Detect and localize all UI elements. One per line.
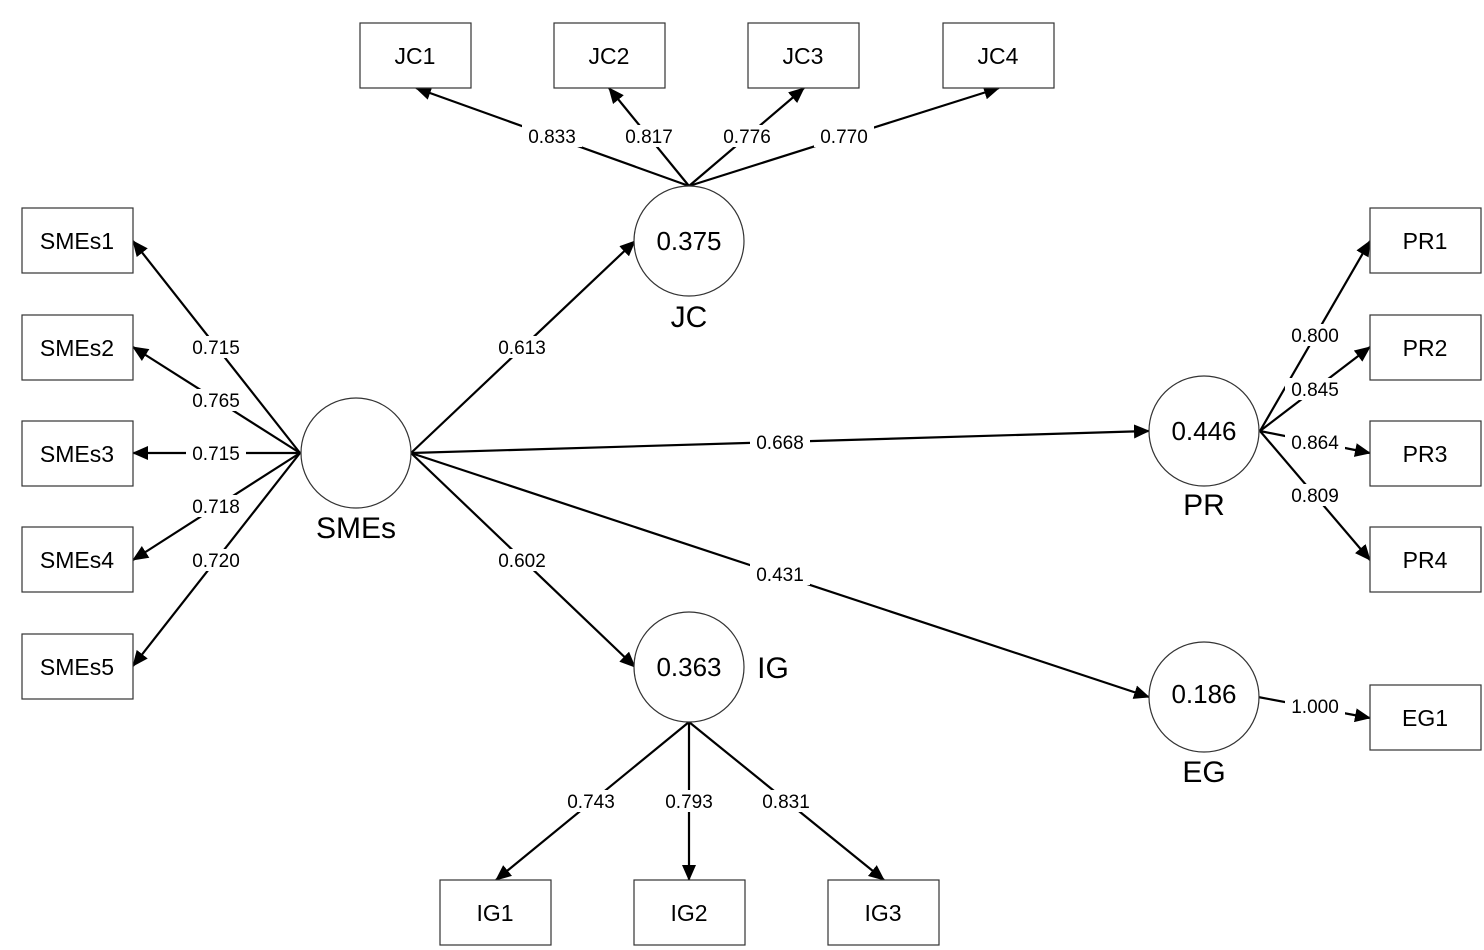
latent-constructs: SMEs 0.375 JC 0.363 IG 0.446 PR 0.186 EG: [300, 185, 1260, 789]
loading-smes3: 0.715: [186, 442, 246, 465]
svg-text:JC2: JC2: [589, 43, 630, 69]
svg-text:0.833: 0.833: [528, 127, 576, 148]
indicator-smes1: SMEs1: [21, 207, 134, 274]
svg-text:PR: PR: [1183, 489, 1225, 522]
construct-jc: 0.375 JC: [633, 185, 745, 334]
svg-text:SMEs1: SMEs1: [40, 228, 114, 254]
indicators: SMEs1 SMEs2 SMEs3 SMEs4 SMEs5 JC1 JC2 JC…: [21, 22, 1482, 946]
indicator-ig1: IG1: [439, 879, 552, 946]
loading-ig2: 0.793: [659, 790, 719, 813]
svg-text:0.845: 0.845: [1291, 380, 1339, 401]
coefficients: 0.715 0.765 0.715 0.718 0.720 0.833 0.81…: [186, 125, 1345, 813]
svg-text:0.720: 0.720: [192, 551, 240, 572]
loading-pr4: 0.809: [1285, 484, 1345, 507]
svg-text:0.809: 0.809: [1291, 486, 1339, 507]
svg-text:0.431: 0.431: [756, 565, 804, 586]
indicator-pr4: PR4: [1369, 526, 1482, 593]
indicator-pr3: PR3: [1369, 420, 1482, 487]
svg-text:0.776: 0.776: [723, 127, 771, 148]
indicator-pr2: PR2: [1369, 314, 1482, 381]
construct-pr: 0.446 PR: [1148, 375, 1260, 522]
loading-jc3: 0.776: [717, 125, 777, 148]
indicator-jc4: JC4: [942, 22, 1055, 89]
construct-eg: 0.186 EG: [1148, 641, 1260, 789]
svg-text:0.668: 0.668: [756, 433, 804, 454]
loading-ig1: 0.743: [561, 790, 621, 813]
svg-text:0.446: 0.446: [1171, 416, 1236, 446]
svg-text:0.715: 0.715: [192, 338, 240, 359]
path-smes-jc: 0.613: [492, 336, 552, 359]
svg-text:1.000: 1.000: [1291, 697, 1339, 718]
construct-smes: SMEs: [300, 397, 412, 545]
svg-text:IG3: IG3: [864, 900, 901, 926]
svg-text:EG: EG: [1182, 756, 1225, 789]
svg-text:JC: JC: [671, 301, 708, 334]
svg-text:0.817: 0.817: [625, 127, 673, 148]
svg-text:SMEs3: SMEs3: [40, 441, 114, 467]
loading-smes4: 0.718: [186, 495, 246, 518]
loading-smes5: 0.720: [186, 549, 246, 572]
svg-text:JC1: JC1: [395, 43, 436, 69]
svg-text:SMEs4: SMEs4: [40, 547, 114, 573]
svg-text:PR1: PR1: [1403, 228, 1448, 254]
svg-text:IG1: IG1: [476, 900, 513, 926]
svg-text:0.375: 0.375: [656, 226, 721, 256]
svg-text:PR4: PR4: [1403, 547, 1448, 573]
svg-text:0.770: 0.770: [820, 127, 868, 148]
svg-text:IG: IG: [757, 652, 789, 685]
indicator-eg1: EG1: [1369, 684, 1482, 751]
indicator-jc2: JC2: [553, 22, 666, 89]
svg-text:PR3: PR3: [1403, 441, 1448, 467]
indicator-jc1: JC1: [359, 22, 472, 89]
loading-jc4: 0.770: [814, 125, 874, 148]
indicator-smes2: SMEs2: [21, 314, 134, 381]
path-smes-ig: 0.602: [492, 549, 552, 572]
svg-text:0.718: 0.718: [192, 497, 240, 518]
loading-smes2: 0.765: [186, 389, 246, 412]
svg-text:SMEs: SMEs: [316, 512, 396, 545]
indicator-smes4: SMEs4: [21, 526, 134, 593]
svg-text:PR2: PR2: [1403, 335, 1448, 361]
path-smes-eg: 0.431: [750, 563, 810, 586]
svg-text:0.363: 0.363: [656, 652, 721, 682]
indicator-jc3: JC3: [747, 22, 860, 89]
svg-text:0.602: 0.602: [498, 551, 546, 572]
construct-ig: 0.363 IG: [633, 611, 789, 723]
loading-smes1: 0.715: [186, 336, 246, 359]
svg-text:SMEs5: SMEs5: [40, 654, 114, 680]
loading-pr1: 0.800: [1285, 324, 1345, 347]
svg-text:0.800: 0.800: [1291, 326, 1339, 347]
svg-text:0.864: 0.864: [1291, 433, 1339, 454]
loading-eg1: 1.000: [1285, 695, 1345, 718]
loading-pr3: 0.864: [1285, 431, 1345, 454]
svg-text:IG2: IG2: [670, 900, 707, 926]
loading-jc1: 0.833: [522, 125, 582, 148]
svg-text:0.613: 0.613: [498, 338, 546, 359]
loading-jc2: 0.817: [619, 125, 679, 148]
svg-text:0.793: 0.793: [665, 792, 713, 813]
svg-text:0.831: 0.831: [762, 792, 810, 813]
indicator-ig2: IG2: [633, 879, 746, 946]
svg-text:EG1: EG1: [1402, 705, 1448, 731]
svg-text:0.743: 0.743: [567, 792, 615, 813]
svg-text:0.765: 0.765: [192, 391, 240, 412]
svg-text:JC4: JC4: [978, 43, 1019, 69]
svg-text:0.715: 0.715: [192, 444, 240, 465]
loading-pr2: 0.845: [1285, 378, 1345, 401]
indicator-smes5: SMEs5: [21, 633, 134, 700]
indicator-smes3: SMEs3: [21, 420, 134, 487]
svg-text:0.186: 0.186: [1171, 679, 1236, 709]
path-smes-pr: 0.668: [750, 431, 810, 454]
indicator-pr1: PR1: [1369, 207, 1482, 274]
svg-text:JC3: JC3: [783, 43, 824, 69]
loading-ig3: 0.831: [756, 790, 816, 813]
indicator-ig3: IG3: [827, 879, 940, 946]
svg-text:SMEs2: SMEs2: [40, 335, 114, 361]
